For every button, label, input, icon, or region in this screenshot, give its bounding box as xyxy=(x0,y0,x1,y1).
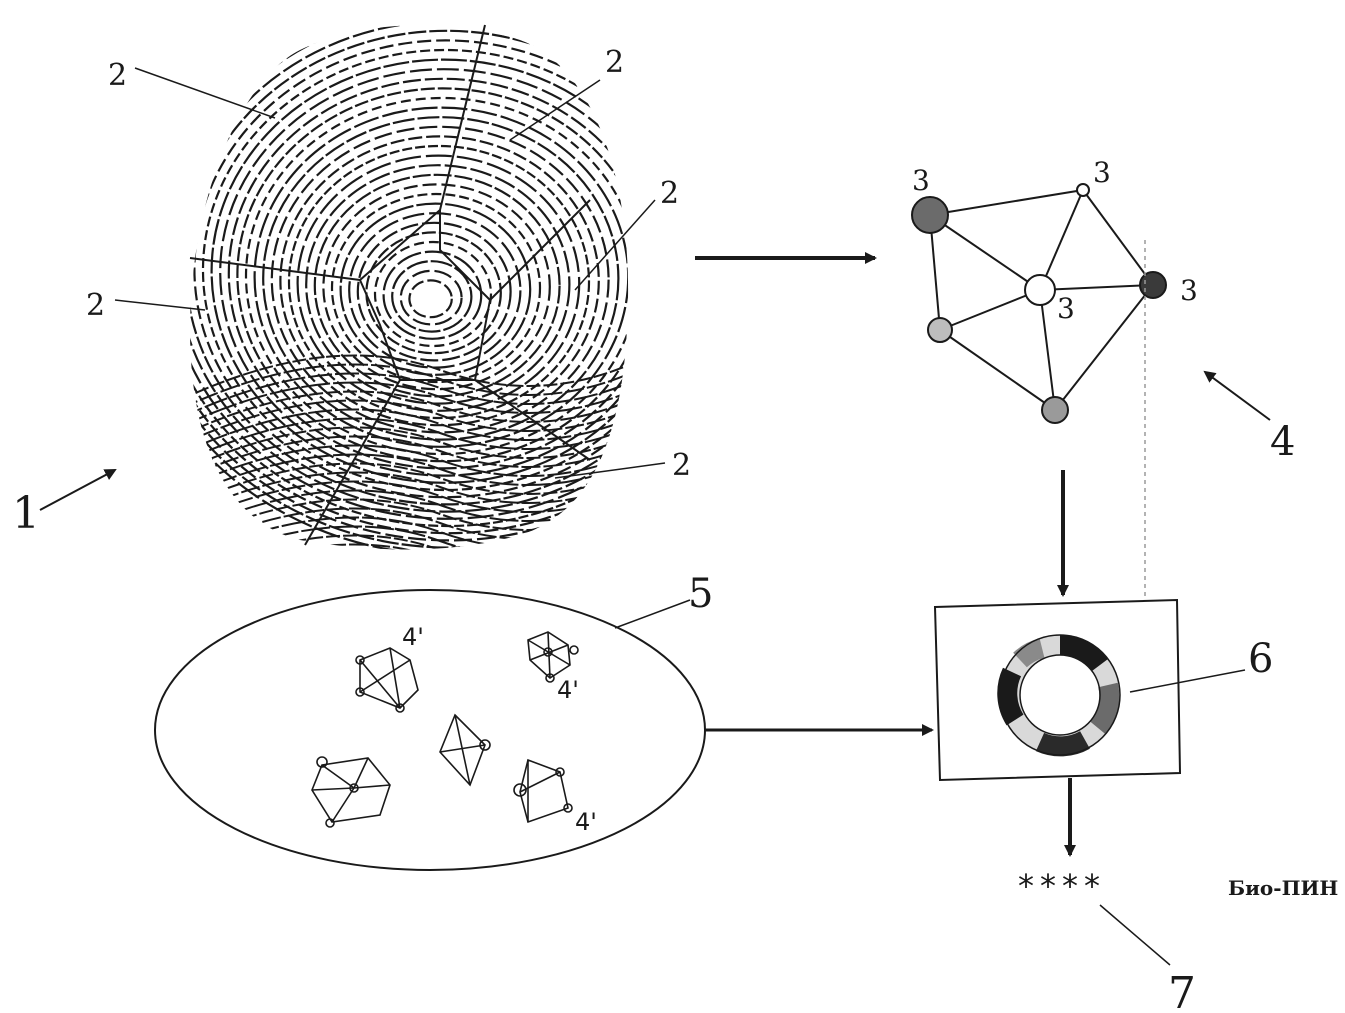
minutia-labels: 3 3 3 3 xyxy=(912,156,1198,325)
fingerprint-image xyxy=(189,24,629,550)
output-leader-line xyxy=(1099,904,1171,966)
minutia-label: 3 xyxy=(912,164,930,197)
minutia-node xyxy=(927,317,953,343)
stored-graph-label: 4' xyxy=(557,676,579,704)
cycle-icon xyxy=(997,634,1121,757)
minutia-label: 3 xyxy=(1180,274,1198,307)
minutia-node xyxy=(1076,183,1090,197)
database-ellipse xyxy=(154,589,706,871)
region-labels: 2 2 2 2 2 xyxy=(86,45,691,483)
region-label-2c: 2 xyxy=(660,176,679,211)
minutiae-graph xyxy=(911,183,1167,424)
fingerprint-ridges xyxy=(190,25,629,550)
region-label-2b: 2 xyxy=(605,45,624,80)
stored-graph-label: 4' xyxy=(402,623,424,651)
template-database: 4' 4' 4' xyxy=(154,589,706,871)
region-label-2a: 2 xyxy=(108,58,127,93)
processor-leader-line xyxy=(1129,669,1246,693)
processor-label: 6 xyxy=(1248,636,1273,682)
stored-graph xyxy=(527,631,579,683)
minutia-node xyxy=(1041,396,1069,424)
matching-processor xyxy=(933,598,1182,782)
graph-edges xyxy=(929,189,1154,411)
region-leader-lines xyxy=(114,67,666,479)
minutia-node xyxy=(1139,271,1167,299)
processor-box xyxy=(933,598,1182,782)
fingerprint-region-lines xyxy=(189,24,591,546)
fingerprint-label-arrow xyxy=(39,469,117,511)
stored-graph xyxy=(355,647,419,713)
stored-graph xyxy=(439,713,491,787)
stored-graph-label: 4' xyxy=(575,808,597,836)
bio-pin-code: **** xyxy=(1018,867,1106,905)
region-label-2e: 2 xyxy=(672,448,691,483)
minutia-label: 3 xyxy=(1093,156,1111,189)
bio-pin-caption: Био-ПИН xyxy=(1228,876,1338,900)
fingerprint-label: 1 xyxy=(12,488,40,539)
output-label: 7 xyxy=(1168,968,1196,1013)
stored-graph xyxy=(311,756,391,828)
region-label-2d: 2 xyxy=(86,288,105,323)
graph-label-arrow xyxy=(1203,370,1271,421)
graph-label: 4 xyxy=(1270,419,1295,465)
minutia-label: 3 xyxy=(1057,292,1075,325)
database-label: 5 xyxy=(688,571,713,617)
database-leader-line xyxy=(614,599,691,629)
minutia-node xyxy=(1024,274,1056,306)
minutia-node xyxy=(911,196,949,234)
stored-graph xyxy=(513,758,573,824)
